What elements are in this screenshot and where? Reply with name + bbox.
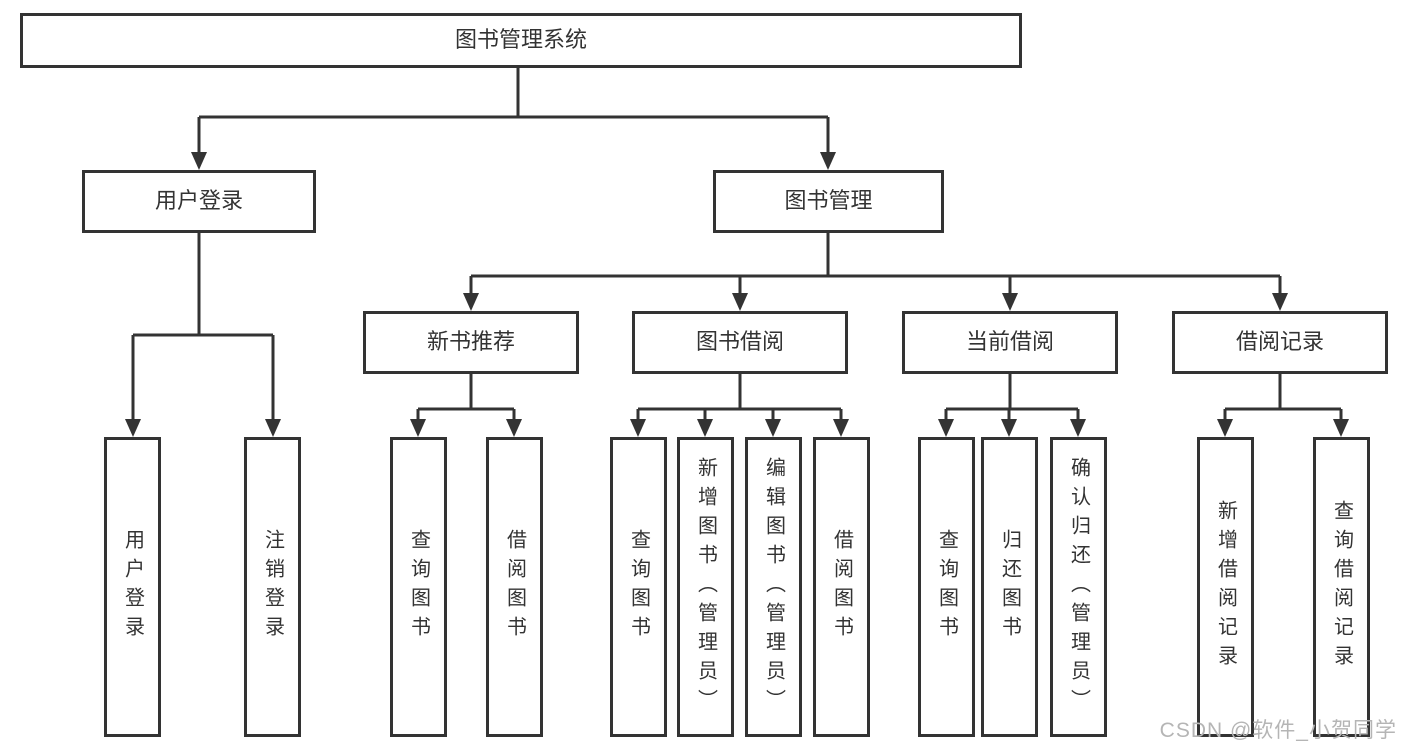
node-user-login: 用户登录	[82, 170, 316, 233]
connector-borrow-records-to-leaves	[1217, 374, 1349, 437]
node-book-management: 图书管理	[713, 170, 944, 233]
leaf-add-borrow-record: 新增借阅记录	[1197, 437, 1254, 737]
leaf-query-borrow-record: 查询借阅记录	[1313, 437, 1370, 737]
node-label: 当前借阅	[965, 329, 1054, 355]
leaf-add-books-admin: 新增图书（管理员）	[677, 437, 734, 737]
node-library-management-system: 图书管理系统	[20, 13, 1022, 68]
connector-book-management-to-level3	[463, 233, 1288, 311]
node-label: 借阅记录	[1235, 329, 1324, 355]
leaf-label: 注销登录	[261, 529, 284, 645]
node-label: 图书管理系统	[454, 27, 587, 53]
node-label: 图书借阅	[695, 329, 784, 355]
node-label: 图书管理	[784, 188, 873, 214]
leaf-label: 归还图书	[998, 529, 1021, 645]
leaf-label: 新增图书（管理员）	[694, 456, 717, 718]
leaf-label: 用户登录	[121, 529, 144, 645]
connector-current-borrow-to-leaves	[938, 374, 1086, 437]
leaf-label: 新增借阅记录	[1214, 500, 1237, 674]
node-borrowing-records: 借阅记录	[1172, 311, 1388, 374]
leaf-label: 确认归还（管理员）	[1067, 456, 1090, 718]
leaf-return-books: 归还图书	[981, 437, 1038, 737]
leaf-label: 查询图书	[935, 529, 958, 645]
leaf-label: 查询图书	[407, 529, 430, 645]
leaf-borrow-books: 借阅图书	[813, 437, 870, 737]
node-label: 用户登录	[154, 188, 243, 214]
leaf-label: 查询图书	[627, 529, 650, 645]
node-label: 新书推荐	[426, 329, 515, 355]
leaf-confirm-return-admin: 确认归还（管理员）	[1050, 437, 1107, 737]
leaf-label: 查询借阅记录	[1330, 500, 1353, 674]
leaf-query-books-recommend: 查询图书	[390, 437, 447, 737]
node-new-book-recommendation: 新书推荐	[363, 311, 579, 374]
connector-new-book-to-leaves	[410, 374, 522, 437]
connector-user-login-to-leaves	[125, 233, 281, 437]
leaf-logout: 注销登录	[244, 437, 301, 737]
connector-root-to-level2	[191, 68, 836, 170]
leaf-borrow-books-recommend: 借阅图书	[486, 437, 543, 737]
leaf-user-login: 用户登录	[104, 437, 161, 737]
leaf-query-books-current: 查询图书	[918, 437, 975, 737]
leaf-label: 借阅图书	[503, 529, 526, 645]
leaf-label: 编辑图书（管理员）	[762, 456, 785, 718]
leaf-edit-books-admin: 编辑图书（管理员）	[745, 437, 802, 737]
leaf-query-books-borrow: 查询图书	[610, 437, 667, 737]
node-book-borrowing: 图书借阅	[632, 311, 848, 374]
leaf-label: 借阅图书	[830, 529, 853, 645]
connector-book-borrow-to-leaves	[630, 374, 849, 437]
node-current-borrowing: 当前借阅	[902, 311, 1118, 374]
